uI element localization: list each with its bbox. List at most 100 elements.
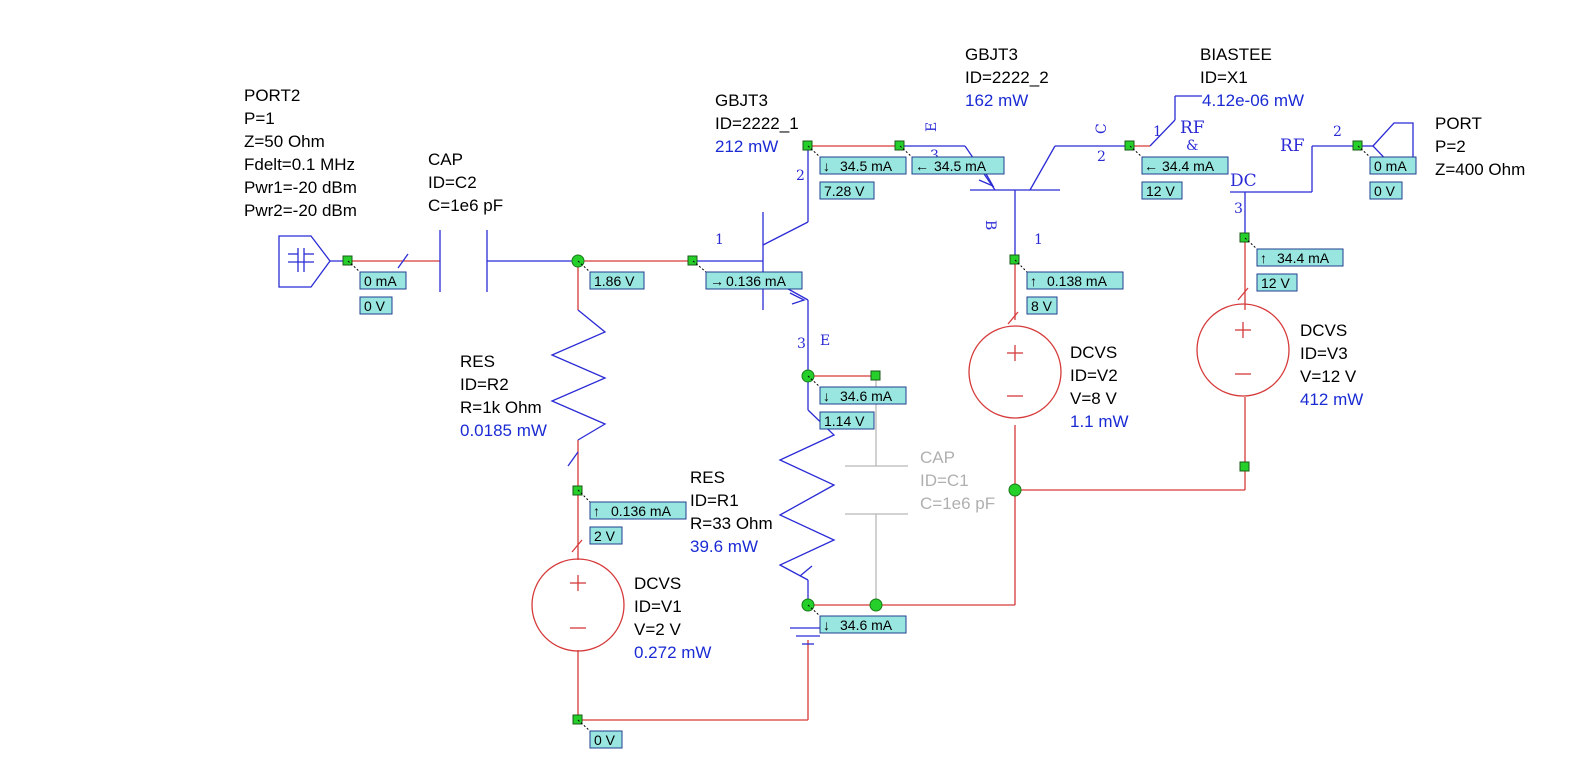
bt-pin1-label: 1: [1153, 124, 1162, 140]
v2-type: DCVS: [1070, 343, 1117, 362]
bt-rf-label: RF: [1180, 118, 1205, 138]
q1-pin3-label: 3: [797, 336, 806, 352]
svg-text:↑: ↑: [1260, 250, 1267, 266]
annotation-q1-collector-voltage: 7.28 V: [819, 181, 875, 200]
q1-pin2-label: 2: [796, 168, 805, 184]
r2-type: RES: [460, 352, 495, 371]
c1-id: ID=C1: [920, 471, 969, 490]
voltage-source-v1[interactable]: [531, 539, 625, 652]
port-z: Z=400 Ohm: [1435, 160, 1525, 179]
svg-text:↑: ↑: [1030, 273, 1037, 289]
resistor-r2[interactable]: [550, 309, 607, 467]
v2-value: V=8 V: [1070, 389, 1117, 408]
q2-pin2-label: 2: [1097, 149, 1106, 165]
c1-top-node: [870, 370, 881, 381]
v2-id: ID=V2: [1070, 366, 1118, 385]
port2-symbol[interactable]: [278, 235, 348, 288]
svg-text:12 V: 12 V: [1146, 183, 1175, 199]
bt-dc-label: DC: [1230, 171, 1257, 191]
q2-pinC-label: C: [1094, 123, 1110, 134]
voltage-source-v2[interactable]: [968, 311, 1062, 419]
svg-text:34.4 mA: 34.4 mA: [1277, 250, 1330, 266]
annotation-v3-voltage: 12 V: [1256, 273, 1298, 292]
q2-pin3-label: 3: [930, 148, 939, 164]
svg-text:0 V: 0 V: [364, 298, 386, 314]
r1-id: ID=R1: [690, 491, 739, 510]
svg-text:7.28 V: 7.28 V: [824, 183, 865, 199]
v1-bottom-node: [572, 714, 583, 725]
r2-bottom-node: [572, 485, 583, 496]
v1-power: 0.272 mW: [634, 643, 711, 662]
capacitor-c1[interactable]: [845, 376, 908, 605]
q2-pin1-label: 1: [1034, 232, 1043, 248]
annotation-q2-collector-current: ← 34.4 mA: [1141, 156, 1229, 175]
svg-text:0.138 mA: 0.138 mA: [1047, 273, 1108, 289]
q1-type: GBJT3: [715, 91, 768, 110]
junction-node-supply: [1008, 483, 1022, 497]
svg-text:8 V: 8 V: [1031, 298, 1053, 314]
v1-id: ID=V1: [634, 597, 682, 616]
annotation-leaders: [347, 145, 1371, 732]
v2-power: 1.1 mW: [1070, 412, 1129, 431]
q1-pin1-label: 1: [715, 232, 724, 248]
svg-text:12 V: 12 V: [1261, 275, 1290, 291]
svg-text:↓: ↓: [823, 617, 830, 633]
annotation-bottom-voltage: 0 V: [589, 730, 623, 749]
c1-value: C=1e6 pF: [920, 494, 995, 513]
c2-value: C=1e6 pF: [428, 196, 503, 215]
port-p: P=2: [1435, 137, 1466, 156]
bt-pin3-label: 3: [1234, 201, 1243, 217]
port2-fdelt: Fdelt=0.1 MHz: [244, 155, 355, 174]
c2-type: CAP: [428, 150, 463, 169]
svg-text:0.136 mA: 0.136 mA: [611, 503, 672, 519]
svg-text:→: →: [710, 273, 724, 289]
bt-amp-label: &: [1186, 138, 1198, 154]
port2-pin-node: [342, 255, 353, 266]
svg-text:34.5 mA: 34.5 mA: [840, 158, 893, 174]
q1-id: ID=2222_1: [715, 114, 799, 133]
v1-type: DCVS: [634, 574, 681, 593]
svg-text:34.5 mA: 34.5 mA: [934, 158, 987, 174]
q2-type: GBJT3: [965, 45, 1018, 64]
v3-power: 412 mW: [1300, 390, 1363, 409]
v3-value: V=12 V: [1300, 367, 1357, 386]
svg-text:0 V: 0 V: [594, 732, 616, 748]
annotation-v1-voltage: 2 V: [589, 526, 623, 545]
junction-node-ground-right: [869, 598, 883, 612]
v3-type: DCVS: [1300, 321, 1347, 340]
transistor-q1[interactable]: [693, 146, 809, 376]
port2-pwr1: Pwr1=-20 dBm: [244, 178, 357, 197]
annotation-port2-voltage: 0 V: [359, 296, 393, 315]
v3-id: ID=V3: [1300, 344, 1348, 363]
c1-type: CAP: [920, 448, 955, 467]
port-type: PORT: [1435, 114, 1482, 133]
biastee-x1[interactable]: [1149, 95, 1358, 238]
annotation-q1-emitter-voltage: 1.14 V: [819, 411, 875, 430]
svg-text:↓: ↓: [823, 158, 830, 174]
annotation-q2-collector-voltage: 12 V: [1141, 181, 1183, 200]
port2-type: PORT2: [244, 86, 300, 105]
voltage-source-v3[interactable]: [1196, 287, 1290, 397]
biastee-id: ID=X1: [1200, 68, 1248, 87]
annotation-q1-collector-current: ↓ 34.5 mA: [819, 156, 907, 175]
annotation-base-voltage: 1.86 V: [589, 271, 645, 290]
q1-power: 212 mW: [715, 137, 778, 156]
q2-base-node: [1009, 254, 1020, 265]
svg-text:34.6 mA: 34.6 mA: [840, 617, 893, 633]
annotation-q1-emitter-current: ↓ 34.6 mA: [819, 386, 907, 405]
svg-text:↑: ↑: [593, 503, 600, 519]
capacitor-c2[interactable]: [397, 230, 578, 292]
annotation-v3-current: ↑ 34.4 mA: [1256, 248, 1344, 267]
q1-collector-node: [802, 140, 813, 151]
annotation-v1-current: ↑ 0.136 mA: [589, 501, 687, 520]
q1-base-node: [687, 255, 698, 266]
r1-value: R=33 Ohm: [690, 514, 773, 533]
annotation-ground-current: ↓ 34.6 mA: [819, 615, 907, 634]
biastee-type: BIASTEE: [1200, 45, 1272, 64]
biastee-dc-node: [1239, 232, 1250, 243]
svg-text:0 mA: 0 mA: [1374, 158, 1407, 174]
resistor-r1[interactable]: [778, 376, 836, 605]
q2-emitter-node: [894, 140, 905, 151]
wires: [348, 145, 1246, 721]
